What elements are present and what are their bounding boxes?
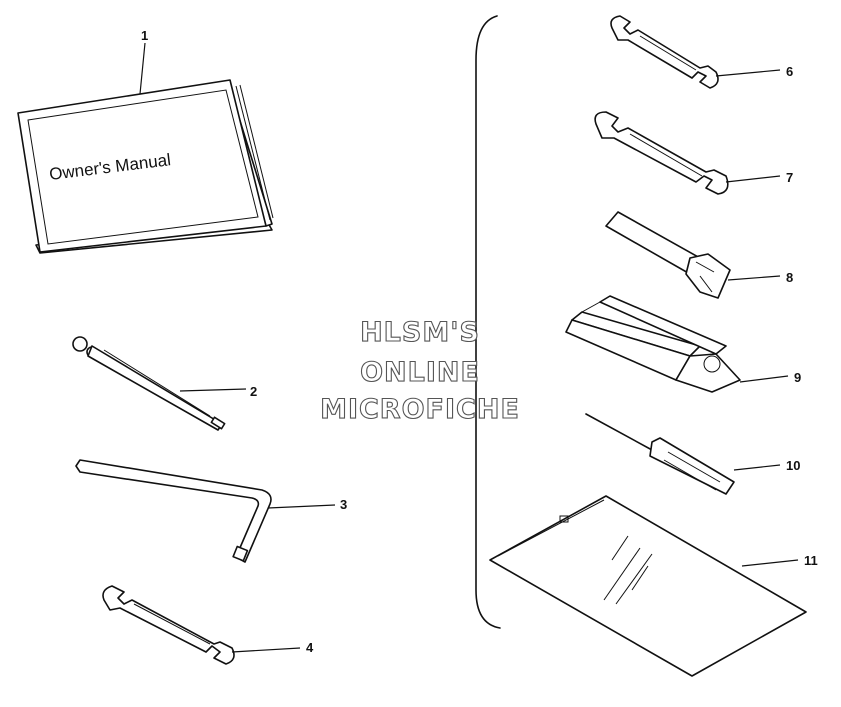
watermark-line-3: MICROFICHE	[320, 394, 520, 425]
open-end-wrench-6-icon	[610, 15, 719, 89]
callout-3: 3	[340, 497, 347, 512]
callout-6: 6	[786, 64, 793, 79]
callout-7: 7	[786, 170, 793, 185]
watermark-line-2: ONLINE	[360, 357, 480, 388]
watermark-line-1: HLSM'S	[360, 317, 480, 348]
callout-10: 10	[786, 458, 800, 473]
callout-8: 8	[786, 270, 793, 285]
pin-spanner-icon	[72, 336, 226, 431]
callout-1: 1	[141, 28, 148, 43]
owners-manual-icon: Owner's Manual	[17, 79, 274, 254]
open-end-wrench-icon	[102, 585, 235, 665]
plastic-bag-icon	[489, 495, 807, 677]
tool-pouch-icon	[565, 295, 741, 393]
callout-4: 4	[306, 640, 314, 655]
l-hex-wrench-icon	[75, 459, 272, 563]
callout-9: 9	[794, 370, 801, 385]
group-bracket	[475, 15, 501, 629]
screwdriver-icon	[585, 413, 735, 495]
open-end-wrench-7-icon	[594, 111, 729, 195]
callout-2: 2	[250, 384, 257, 399]
callout-11: 11	[804, 553, 818, 568]
spark-plug-socket-icon	[605, 211, 731, 299]
